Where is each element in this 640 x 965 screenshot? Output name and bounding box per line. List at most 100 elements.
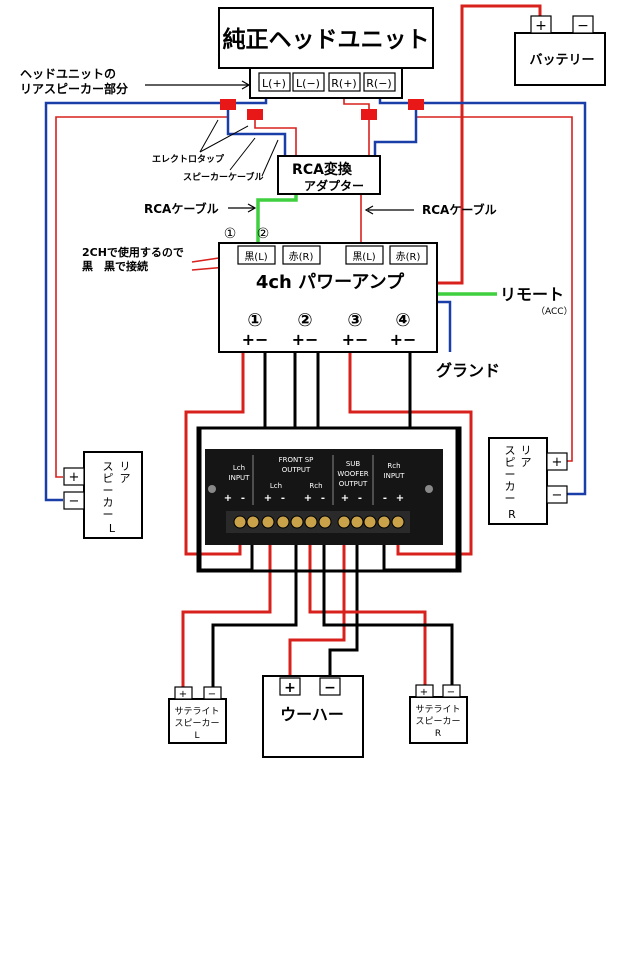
ground-label: グランド <box>436 361 500 380</box>
rear-left-plus-terminal <box>63 467 85 486</box>
rear-speaker-part-label-2: リアスピーカー部分 <box>20 81 128 96</box>
xo-front-rch: Rch <box>309 482 322 490</box>
rear-left-minus: − <box>69 494 80 509</box>
sat-right-plus-wire <box>308 540 427 688</box>
rear-left-char: ー <box>103 484 114 497</box>
rear-right-char: リ <box>521 444 532 457</box>
crossover-screw <box>425 485 433 493</box>
xo-sub-2: WOOFER <box>337 470 368 478</box>
woofer-plus-terminal <box>279 677 301 696</box>
sat-right-minus-wire <box>322 540 454 688</box>
rear-left-minus-wire <box>44 97 268 502</box>
rca-adapter-line2: アダプター <box>304 178 364 193</box>
terminal-box <box>292 72 325 92</box>
speaker-cable-arrow <box>261 139 279 177</box>
amp-polarity-2: +− <box>292 330 319 349</box>
battery-minus-terminal <box>572 15 594 34</box>
terminal-l-plus: L(+) <box>262 77 286 90</box>
sat-right-line1: サテライト <box>415 704 460 715</box>
rear-left-char: ー <box>103 508 114 521</box>
ground-wire <box>437 300 452 352</box>
terminal-r-minus: R(−) <box>366 77 391 90</box>
rear-left-char: カ <box>103 496 114 509</box>
two-ch-note-2: 黒 黒で接続 <box>82 259 148 273</box>
xo-sub-3: OUTPUT <box>339 480 368 488</box>
satellite-speaker-right: + − サテライト スピーカー R <box>409 684 468 744</box>
rear-right-minus-wire <box>378 97 587 496</box>
sat-right-line2: スピーカー <box>415 716 460 727</box>
amp-input-box <box>345 245 384 265</box>
electro-tap-label: エレクトロタップ <box>152 153 225 165</box>
xo-pm: + <box>304 493 312 504</box>
crossover-frame <box>196 426 462 573</box>
rear-right-char: ー <box>505 468 516 481</box>
battery-minus-sign: − <box>577 18 589 34</box>
satellite-speaker-left: + − サテライト スピーカー L <box>168 686 227 744</box>
rear-right-char: ス <box>505 444 516 457</box>
amp-polarity-1: +− <box>242 330 269 349</box>
rear-right-minus-terminal <box>546 485 568 504</box>
rear-left-minus-terminal <box>63 491 85 510</box>
sat-left-minus: − <box>208 689 216 700</box>
sat-right-plus: + <box>420 687 428 698</box>
tap-left-blue <box>226 110 287 156</box>
crossover-screw <box>208 485 216 493</box>
amp-input-box <box>389 245 428 265</box>
xo-front-sp-2: OUTPUT <box>282 466 311 474</box>
sat-right-minus-terminal <box>442 684 461 698</box>
rear-right-char: カ <box>505 480 516 493</box>
electro-tap-arrow <box>199 125 249 153</box>
battery-plus-sign: + <box>535 18 547 34</box>
xo-rch-input-1: Rch <box>387 462 400 470</box>
tap-marker <box>247 109 263 120</box>
rca-adapter: RCA変換 アダプター <box>277 155 381 195</box>
rca-cable-right-label: RCAケーブル <box>422 202 497 217</box>
amp-channel-1: ① <box>247 310 262 331</box>
power-amp: ① ② 2CHで使用するので 黒 黒で接続 黒(L) 赤(R) 黒(L) 赤(R… <box>82 226 438 353</box>
rear-right-minus: − <box>552 488 563 503</box>
xo-pm: - <box>383 493 387 504</box>
sat-left-box <box>168 698 227 744</box>
amp-channel-4: ④ <box>395 310 410 331</box>
rear-left-char: L <box>109 522 116 535</box>
speaker-cable-arrow <box>229 137 256 171</box>
hu-r-plus-red <box>343 97 370 110</box>
xo-lch-input-1: Lch <box>233 464 245 472</box>
head-unit-title: 純正ヘッドユニット <box>223 26 430 53</box>
rear-left-char: ス <box>103 460 114 473</box>
xo-rch-input-2: INPUT <box>384 472 406 480</box>
xo-pm: + <box>396 493 404 504</box>
sat-left-minus-wire <box>211 540 298 688</box>
speaker-cable-label: スピーカーケーブル <box>183 171 263 183</box>
terminal-box <box>328 72 361 92</box>
rca-right-arrowhead <box>364 205 374 215</box>
xo-lch-input-2: INPUT <box>229 474 251 482</box>
xo-pm: - <box>358 493 362 504</box>
rca-cable-left-label: RCAケーブル <box>144 201 219 216</box>
sat-left-line3: L <box>194 731 199 741</box>
sat-left-plus-terminal <box>174 686 193 700</box>
rear-right-plus-terminal <box>546 452 568 471</box>
amp-title: 4ch パワーアンプ <box>256 271 405 293</box>
amp-input-number-1: ① <box>224 226 237 242</box>
rear-left-char: ア <box>120 472 131 485</box>
sat-right-minus: − <box>447 687 455 698</box>
xo-front-sp-1: FRONT SP <box>279 456 314 464</box>
woofer-plus: + <box>284 680 296 696</box>
terminal-strip <box>226 511 410 533</box>
rear-left-char: リ <box>120 460 131 473</box>
head-unit: 純正ヘッドユニット L(+) L(−) R(+) R(−) ヘッドユニットの リ… <box>20 7 434 99</box>
crossover: Lch INPUT FRONT SP OUTPUT Lch Rch SUB WO… <box>205 449 443 545</box>
amp-input-number-2: ② <box>257 226 270 242</box>
rear-speaker-left: + − リ ア ス ピ ー カ ー L <box>63 451 143 539</box>
terminal-box <box>363 72 396 92</box>
sat-left-minus-terminal <box>203 686 222 700</box>
amp-polarity-4: +− <box>390 330 417 349</box>
xo-polarity-row: + - + - + - + - - + <box>224 493 404 504</box>
rear-right-char: ー <box>505 492 516 505</box>
terminal-box <box>258 72 291 92</box>
amp-polarity-3: +− <box>342 330 369 349</box>
amp-input-1: 黒(L) <box>244 251 267 263</box>
battery-power-wire <box>437 4 542 285</box>
